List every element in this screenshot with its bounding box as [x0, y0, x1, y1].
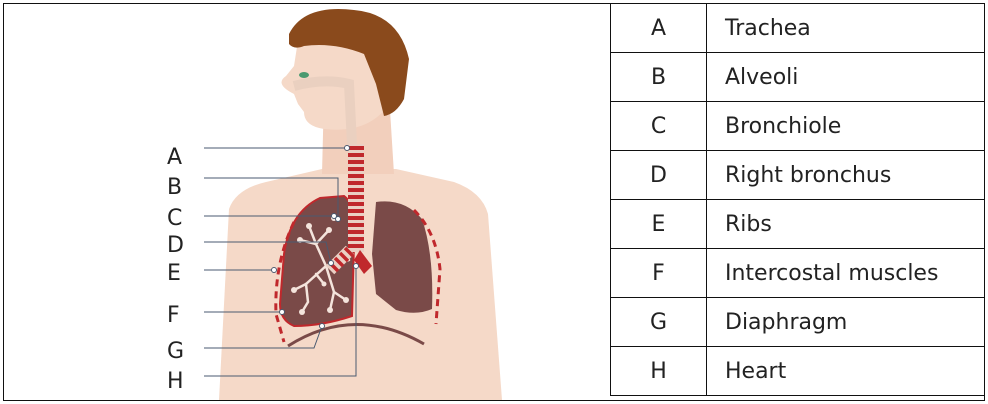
key-name: Diaphragm [707, 298, 985, 347]
key-letter: F [611, 249, 707, 298]
key-name: Alveoli [707, 53, 985, 102]
respiratory-system-diagram: A B C D E F G H [4, 4, 614, 400]
key-name: Heart [707, 347, 985, 396]
key-name: Trachea [707, 4, 985, 53]
key-letter: A [611, 4, 707, 53]
key-letter: B [611, 53, 707, 102]
key-name: Bronchiole [707, 102, 985, 151]
label-e: E [167, 261, 181, 286]
key-name: Ribs [707, 200, 985, 249]
key-letter: H [611, 347, 707, 396]
label-d: D [167, 233, 184, 258]
eye [299, 72, 309, 78]
key-name: Right bronchus [707, 151, 985, 200]
key-letter: C [611, 102, 707, 151]
label-h: H [167, 369, 184, 394]
label-c: C [167, 206, 182, 231]
key-name: Intercostal muscles [707, 249, 985, 298]
label-g: G [167, 339, 184, 364]
key-letter: G [611, 298, 707, 347]
label-f: F [167, 303, 180, 328]
key-letter: E [611, 200, 707, 249]
label-b: B [167, 175, 182, 200]
key-letter: D [611, 151, 707, 200]
label-a: A [167, 145, 182, 170]
